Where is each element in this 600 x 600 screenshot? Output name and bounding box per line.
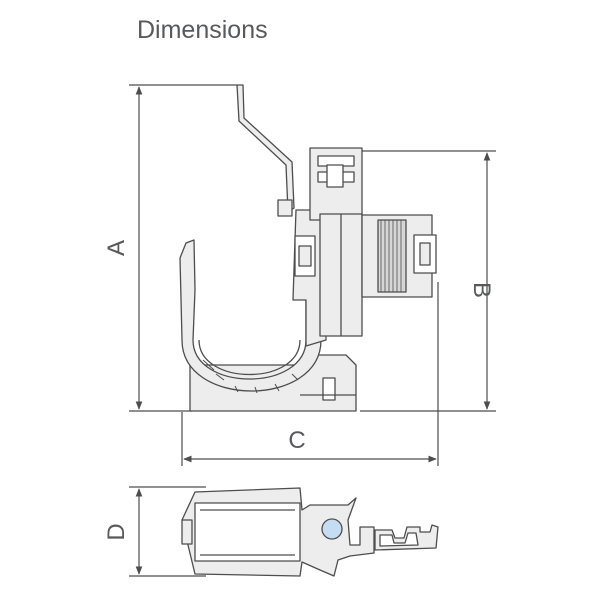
clip-tab <box>298 245 312 267</box>
label-a: A <box>103 240 130 256</box>
base-slot <box>322 377 336 401</box>
top-clamp-window <box>194 502 301 562</box>
top-view <box>181 487 439 577</box>
clamp-window <box>326 164 344 188</box>
knob-cap-inner <box>419 242 431 266</box>
knob-ribs <box>377 219 407 293</box>
dimension-c <box>181 282 439 466</box>
rib-lines <box>380 220 402 292</box>
page-title: Dimensions <box>137 16 268 44</box>
dimension-b <box>360 150 496 412</box>
dimension-a <box>129 84 237 412</box>
label-d: D <box>103 523 130 540</box>
label-c: C <box>288 427 305 454</box>
top-jaw-inner <box>379 532 419 547</box>
spring-hook <box>236 84 295 213</box>
label-b: B <box>468 282 495 298</box>
side-view <box>179 84 437 412</box>
dimension-d <box>129 486 206 577</box>
top-side-tab <box>181 519 193 545</box>
cradle-inner-edge <box>198 339 301 376</box>
cradle-ribs <box>202 359 299 394</box>
hook-tip <box>277 199 293 217</box>
pin-indicator <box>321 518 343 540</box>
